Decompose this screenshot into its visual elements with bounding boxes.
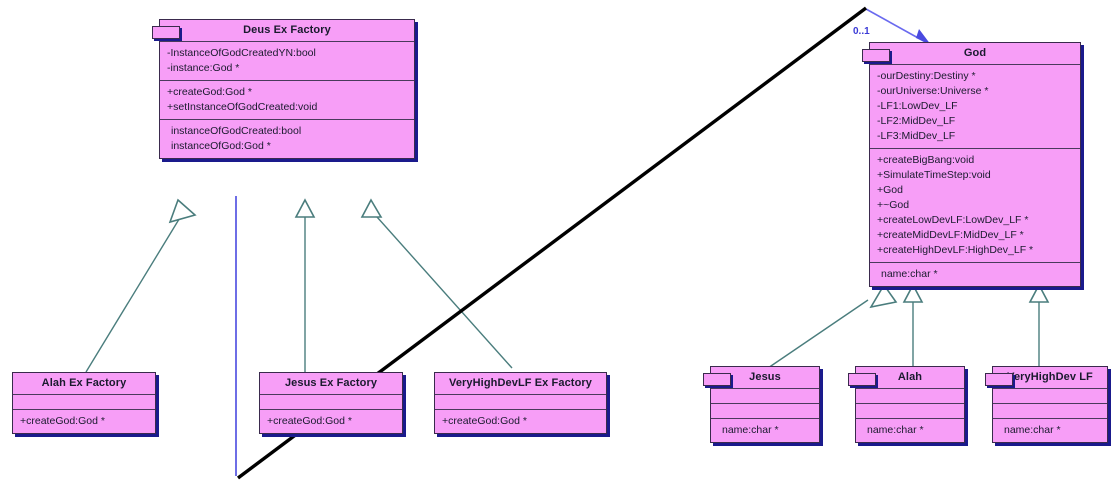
class-member: instanceOfGod:God * [171, 140, 271, 152]
class-compartment-attributes [13, 394, 155, 409]
class-compartment-attributes: -ourDestiny:Destiny * -ourUniverse:Unive… [870, 64, 1080, 148]
class-compartment-operations: +createGod:God * [13, 409, 155, 433]
class-compartment-attributes: -InstanceOfGodCreatedYN:bool -instance:G… [160, 41, 414, 80]
class-title: Deus Ex Factory [243, 24, 331, 36]
inheritance-veryhighdev-lf [1028, 283, 1050, 368]
class-member: +createMidDevLF:MidDev_LF * [877, 229, 1024, 241]
inheritance-alah-ex-factory [85, 198, 197, 373]
class-member: name:char * [867, 424, 924, 436]
class-member: -ourDestiny:Destiny * [877, 70, 976, 82]
class-member: +God [877, 184, 903, 196]
class-member: +setInstanceOfGodCreated:void [167, 101, 318, 113]
class-title: Jesus Ex Factory [284, 377, 378, 389]
class-member: -InstanceOfGodCreatedYN:bool [167, 47, 316, 59]
class-title: God [963, 47, 987, 59]
class-title: VeryHighDevLF Ex Factory [448, 377, 592, 389]
class-member: instanceOfGodCreated:bool [171, 125, 302, 137]
inheritance-alah [902, 283, 924, 368]
class-compartment-operations [993, 403, 1107, 418]
class-member: +createLowDevLF:LowDev_LF * [877, 214, 1029, 226]
class-member: +createGod:God * [20, 415, 105, 427]
class-member: +createGod:God * [442, 415, 527, 427]
class-compartment-operations: +createGod:God * +setInstanceOfGodCreate… [160, 80, 414, 119]
class-compartment-operations: +createGod:God * [260, 409, 402, 433]
class-member: +createHighDevLF:HighDev_LF * [877, 244, 1034, 256]
class-compartment-extra: name:char * [856, 418, 964, 442]
class-member: -ourUniverse:Universe * [877, 85, 989, 97]
class-box-alah-ex-factory[interactable]: Alah Ex Factory +createGod:God * [12, 372, 156, 434]
class-box-deus-ex-factory[interactable]: Deus Ex Factory -InstanceOfGodCreatedYN:… [152, 19, 415, 159]
class-member: +~God [877, 199, 910, 211]
class-member: name:char * [1004, 424, 1061, 436]
class-tab-icon [985, 373, 1013, 386]
class-tab-icon [152, 26, 180, 39]
class-box-jesus-ex-factory[interactable]: Jesus Ex Factory +createGod:God * [259, 372, 403, 434]
class-compartment-extra: name:char * [870, 262, 1080, 286]
class-member: +createGod:God * [167, 86, 252, 98]
class-title: Alah [897, 371, 923, 383]
class-compartment-operations [711, 403, 819, 418]
class-member: +SimulateTimeStep:void [877, 169, 991, 181]
class-compartment-attributes [856, 388, 964, 403]
class-member: -LF2:MidDev_LF [877, 115, 956, 127]
class-box-veryhighdevlf-ex-factory[interactable]: VeryHighDevLF Ex Factory +createGod:God … [434, 372, 607, 434]
class-member: -LF3:MidDev_LF [877, 130, 956, 142]
class-compartment-operations: +createBigBang:void +SimulateTimeStep:vo… [870, 148, 1080, 262]
class-member: -LF1:LowDev_LF [877, 100, 958, 112]
class-member: -instance:God * [167, 62, 240, 74]
class-tab-icon [862, 49, 890, 62]
class-box-alah[interactable]: Alah name:char * [848, 366, 965, 443]
class-box-god[interactable]: God -ourDestiny:Destiny * -ourUniverse:U… [862, 42, 1081, 287]
class-compartment-extra: name:char * [993, 418, 1107, 442]
association-multiplicity-label: 0..1 [853, 26, 870, 37]
class-member: +createGod:God * [267, 415, 352, 427]
class-title: VeryHighDev LF [1007, 371, 1093, 383]
class-compartment-operations: +createGod:God * [435, 409, 606, 433]
class-tab-icon [703, 373, 731, 386]
class-member: +createBigBang:void [877, 154, 975, 166]
class-compartment-attributes [260, 394, 402, 409]
class-box-veryhighdev-lf[interactable]: VeryHighDev LF name:char * [985, 366, 1108, 443]
class-compartment-operations [856, 403, 964, 418]
class-title: Alah Ex Factory [41, 377, 127, 389]
class-compartment-attributes [711, 388, 819, 403]
class-tab-icon [848, 373, 876, 386]
class-compartment-extra: instanceOfGodCreated:bool instanceOfGod:… [160, 119, 414, 158]
class-member: name:char * [881, 268, 938, 280]
class-box-jesus[interactable]: Jesus name:char * [703, 366, 820, 443]
inheritance-jesus-ex-factory [294, 198, 316, 372]
inheritance-veryhighdevlf-ex-factory [360, 198, 513, 369]
class-member: name:char * [722, 424, 779, 436]
class-compartment-extra: name:char * [711, 418, 819, 442]
class-compartment-attributes [993, 388, 1107, 403]
inheritance-jesus [767, 283, 898, 369]
class-compartment-attributes [435, 394, 606, 409]
